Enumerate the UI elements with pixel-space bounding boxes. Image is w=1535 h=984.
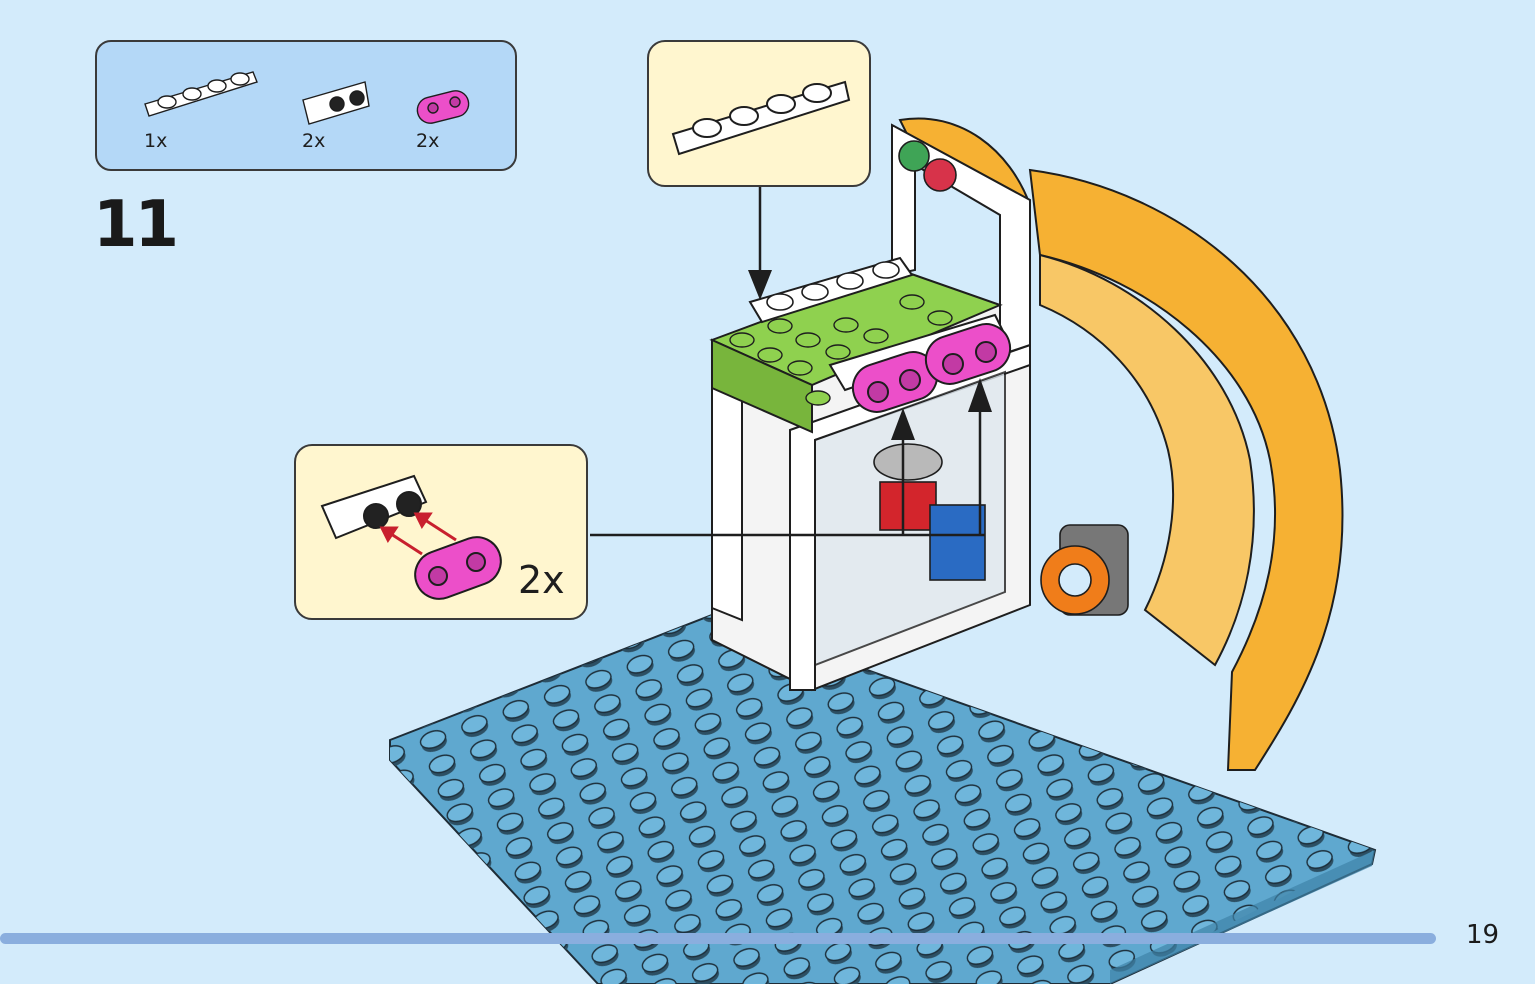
part-qty-white-plate: 1x [144,130,168,152]
blue-baseplate [389,613,1377,984]
interior-figure [873,443,1129,616]
parts-list-drawings [144,71,470,125]
pink-plates-placed [828,313,1012,413]
step-number: 11 [93,188,179,262]
part-qty-white-bracket: 2x [302,130,326,152]
callout-subassembly-drawing [320,474,502,600]
white-plate-1x4-icon [144,71,258,117]
page-number: 19 [1466,920,1500,950]
placement-arrows [590,187,985,537]
arrow-heads [748,270,992,440]
lime-top-plate [709,268,1003,434]
white-bracket-icon [302,81,370,125]
part-qty-magenta-plate: 2x [416,130,440,152]
callout-white-plate-drawing [671,80,851,156]
parts-list: 1x 2x 2x [95,40,517,171]
signal-lights [898,140,957,192]
white-plate-placed [748,256,914,324]
subassembly-quantity: 2x [518,558,565,602]
progress-bar [0,933,1436,944]
callout-subassembly: 2x [294,444,588,620]
callout-white-plate [647,40,871,187]
magenta-plate-icon [416,90,470,124]
